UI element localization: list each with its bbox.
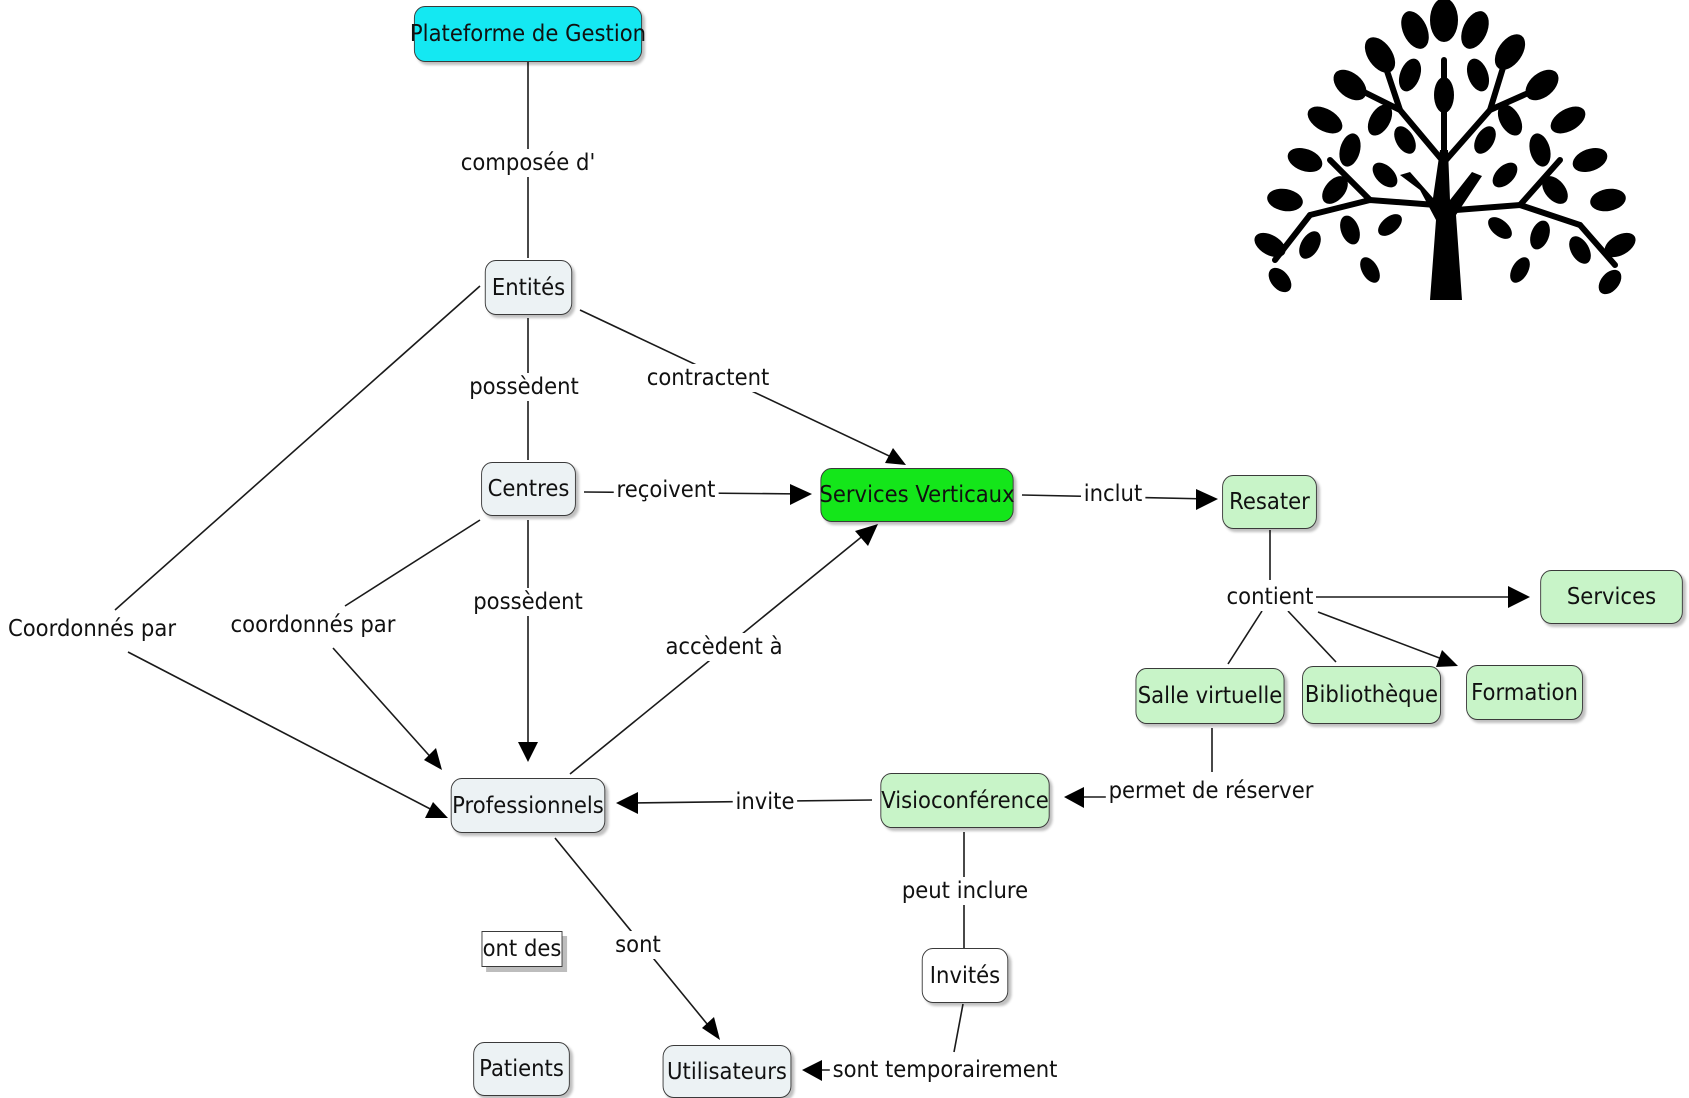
node-bibliotheque: Bibliothèque [1302, 666, 1441, 724]
node-salle-virtuelle: Salle virtuelle [1135, 668, 1285, 724]
node-entites: Entités [484, 260, 573, 315]
link-coordonnes-par-2: coordonnés par [227, 611, 399, 639]
link-invite: invite [732, 788, 798, 816]
node-invites: Invités [921, 948, 1009, 1003]
link-composee: composée d' [457, 149, 599, 177]
link-possedent-1: possèdent [466, 373, 582, 401]
link-inclut: inclut [1080, 480, 1146, 508]
link-permet-reserver: permet de réserver [1105, 777, 1317, 805]
node-utilisateurs: Utilisateurs [662, 1045, 792, 1098]
link-accedent: accèdent à [662, 633, 786, 661]
link-contient: contient [1223, 583, 1317, 611]
link-recoivent: reçoivent [613, 476, 719, 504]
link-sont: sont [612, 931, 664, 959]
node-patients: Patients [473, 1042, 570, 1096]
link-coordonnes-par-1: Coordonnés par [5, 615, 179, 643]
node-formation: Formation [1466, 665, 1583, 720]
link-contractent: contractent [643, 364, 773, 392]
node-professionnels: Professionnels [450, 778, 606, 833]
node-plateforme-de-gestion: Plateforme de Gestion [410, 6, 646, 62]
link-peut-inclure: peut inclure [899, 877, 1031, 905]
node-services: Services [1540, 570, 1683, 624]
node-services-verticaux: Services Verticaux [819, 468, 1015, 522]
node-visioconference: Visioconférence [880, 773, 1050, 828]
tree-icon [1254, 0, 1636, 300]
node-resater: Resater [1222, 475, 1317, 529]
node-centres: Centres [481, 462, 576, 516]
node-ont-des: ont des [481, 931, 563, 967]
link-sont-temporairement: sont temporairement [829, 1056, 1061, 1084]
link-possedent-2: possèdent [470, 588, 586, 616]
